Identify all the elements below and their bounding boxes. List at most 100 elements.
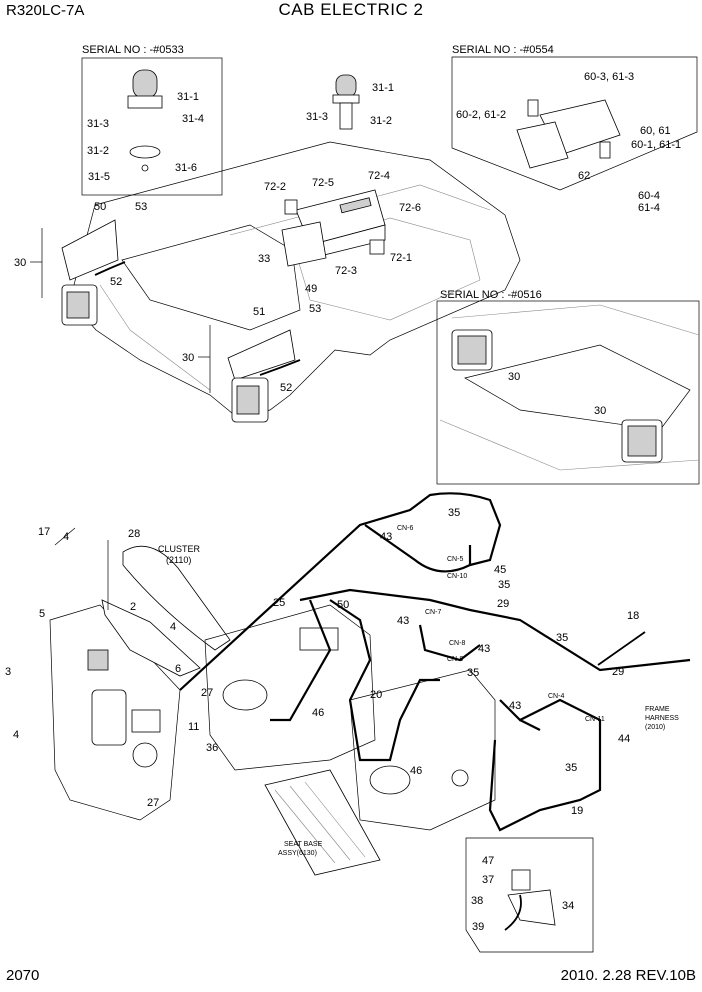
svg-text:31-3: 31-3 [87,118,109,130]
svg-text:72-1: 72-1 [390,252,412,264]
svg-text:52: 52 [110,276,122,288]
svg-text:33: 33 [258,253,270,265]
radio-bracket-left [284,199,298,215]
svg-text:49: 49 [305,283,317,295]
svg-text:46: 46 [312,707,324,719]
svg-text:CN-8: CN-8 [449,640,465,647]
inset-box-switch [465,837,594,953]
svg-text:35: 35 [498,579,510,591]
inset-box-0516 [436,300,700,485]
svg-text:45: 45 [494,564,506,576]
svg-text:39: 39 [472,921,484,933]
serial-label-0554: SERIAL NO : -#0554 [452,44,554,56]
svg-text:43: 43 [478,643,490,655]
svg-text:31-2: 31-2 [370,115,392,127]
svg-text:25: 25 [273,597,285,609]
svg-text:31-6: 31-6 [175,162,197,174]
svg-text:ASSY(6130): ASSY(6130) [278,850,317,857]
svg-text:CN-4: CN-4 [548,693,564,700]
svg-text:27: 27 [201,687,213,699]
revision-date: 2010. 2.28 REV.10B [560,967,696,984]
svg-text:4: 4 [170,621,176,633]
svg-text:43: 43 [380,531,392,543]
svg-text:20: 20 [370,689,382,701]
beacon-lamp [332,74,360,130]
radio-unit-0554 [516,99,621,169]
svg-text:43: 43 [397,615,409,627]
beacon-lamp-0533 [127,69,163,172]
svg-text:38: 38 [471,895,483,907]
svg-text:(2110): (2110) [166,555,191,565]
svg-text:31-1: 31-1 [372,82,394,94]
svg-text:30: 30 [182,352,194,364]
svg-text:30: 30 [14,257,26,269]
svg-text:SEAT BASE: SEAT BASE [284,841,323,848]
ground-cable [597,631,646,666]
svg-text:31-3: 31-3 [306,111,328,123]
svg-text:34: 34 [562,900,574,912]
svg-text:CLUSTER: CLUSTER [158,544,201,554]
svg-text:CN-11: CN-11 [585,716,605,723]
svg-text:FRAME: FRAME [645,706,670,713]
svg-text:47: 47 [482,855,494,867]
seat-base [264,769,381,876]
svg-text:37: 37 [482,874,494,886]
svg-text:29: 29 [497,598,509,610]
svg-text:CN-7: CN-7 [425,609,441,616]
svg-text:17: 17 [38,526,50,538]
svg-text:18: 18 [627,610,639,622]
inset-box-0554 [451,56,698,191]
svg-text:CN-5: CN-5 [447,556,463,563]
note-frame-harness: FRAME HARNESS (2010) [645,706,679,731]
connector-labels: CN-6 CN-5 CN-10 CN-7 CN-8 CN-9 CN-4 CN-1… [397,525,605,723]
svg-text:72-2: 72-2 [264,181,286,193]
cab-roof [69,141,521,419]
svg-text:50: 50 [94,201,106,213]
svg-text:72-3: 72-3 [335,265,357,277]
svg-text:31-5: 31-5 [88,171,110,183]
svg-text:61-4: 61-4 [638,202,660,214]
wire-harness [179,492,691,832]
svg-text:36: 36 [206,742,218,754]
svg-text:6: 6 [175,663,181,675]
svg-text:35: 35 [448,507,460,519]
svg-text:51: 51 [253,306,265,318]
svg-text:60, 61: 60, 61 [640,125,671,137]
serial-label-0533: SERIAL NO : -#0533 [82,44,184,56]
inset-box-0533 [81,57,223,196]
svg-text:53: 53 [135,201,147,213]
svg-text:72-6: 72-6 [399,202,421,214]
svg-text:31-1: 31-1 [177,91,199,103]
svg-text:31-4: 31-4 [182,113,204,125]
svg-text:46: 46 [410,765,422,777]
svg-text:43: 43 [509,700,521,712]
svg-text:11: 11 [188,721,199,733]
svg-text:5: 5 [39,608,45,620]
svg-text:52: 52 [280,382,292,394]
cab-detail-0516 [439,304,700,471]
svg-text:CN-6: CN-6 [397,525,413,532]
svg-text:60-1, 61-1: 60-1, 61-1 [631,139,681,151]
svg-text:44: 44 [618,733,630,745]
bracket-2 [101,599,201,677]
svg-text:27: 27 [147,797,159,809]
svg-text:(2010): (2010) [645,724,665,731]
svg-text:50: 50 [337,599,349,611]
svg-text:HARNESS: HARNESS [645,715,679,722]
serial-label-0516: SERIAL NO : -#0516 [440,289,542,301]
radio-bracket-right [369,239,385,255]
page-number: 2070 [6,967,40,984]
page-title: CAB ELECTRIC 2 [278,0,424,19]
svg-text:62: 62 [578,170,590,182]
radio-panel [281,221,327,267]
svg-text:CN-10: CN-10 [447,573,467,580]
console-box-right [349,669,496,831]
svg-text:35: 35 [467,667,479,679]
switch-assembly [504,869,556,931]
cluster [122,545,231,651]
svg-text:60-2, 61-2: 60-2, 61-2 [456,109,506,121]
svg-text:28: 28 [128,528,140,540]
svg-text:4: 4 [13,729,19,741]
svg-text:31-2: 31-2 [87,145,109,157]
